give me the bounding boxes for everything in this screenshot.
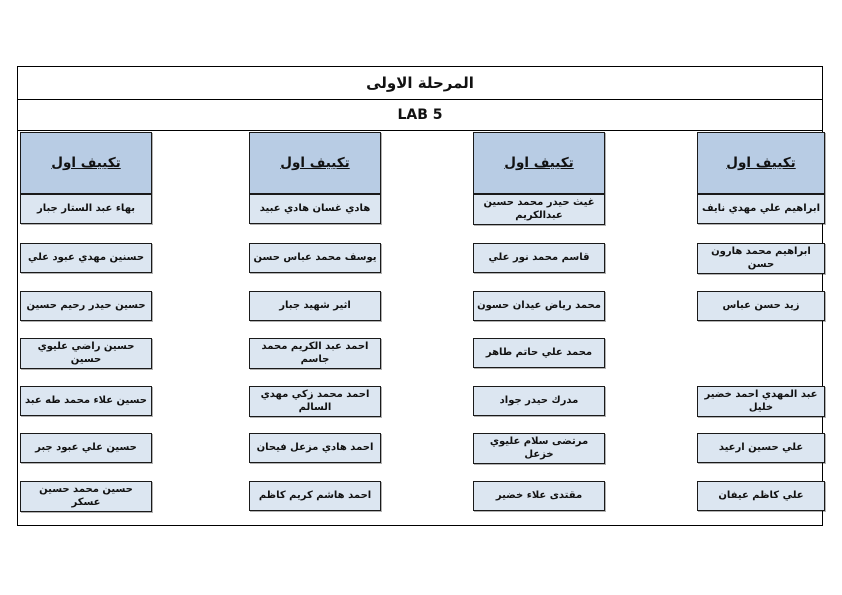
schedule-table: المرحلة الاولى LAB 5 <box>17 66 823 526</box>
stage-title: المرحلة الاولى <box>18 67 822 100</box>
lab-title: LAB 5 <box>18 100 822 131</box>
